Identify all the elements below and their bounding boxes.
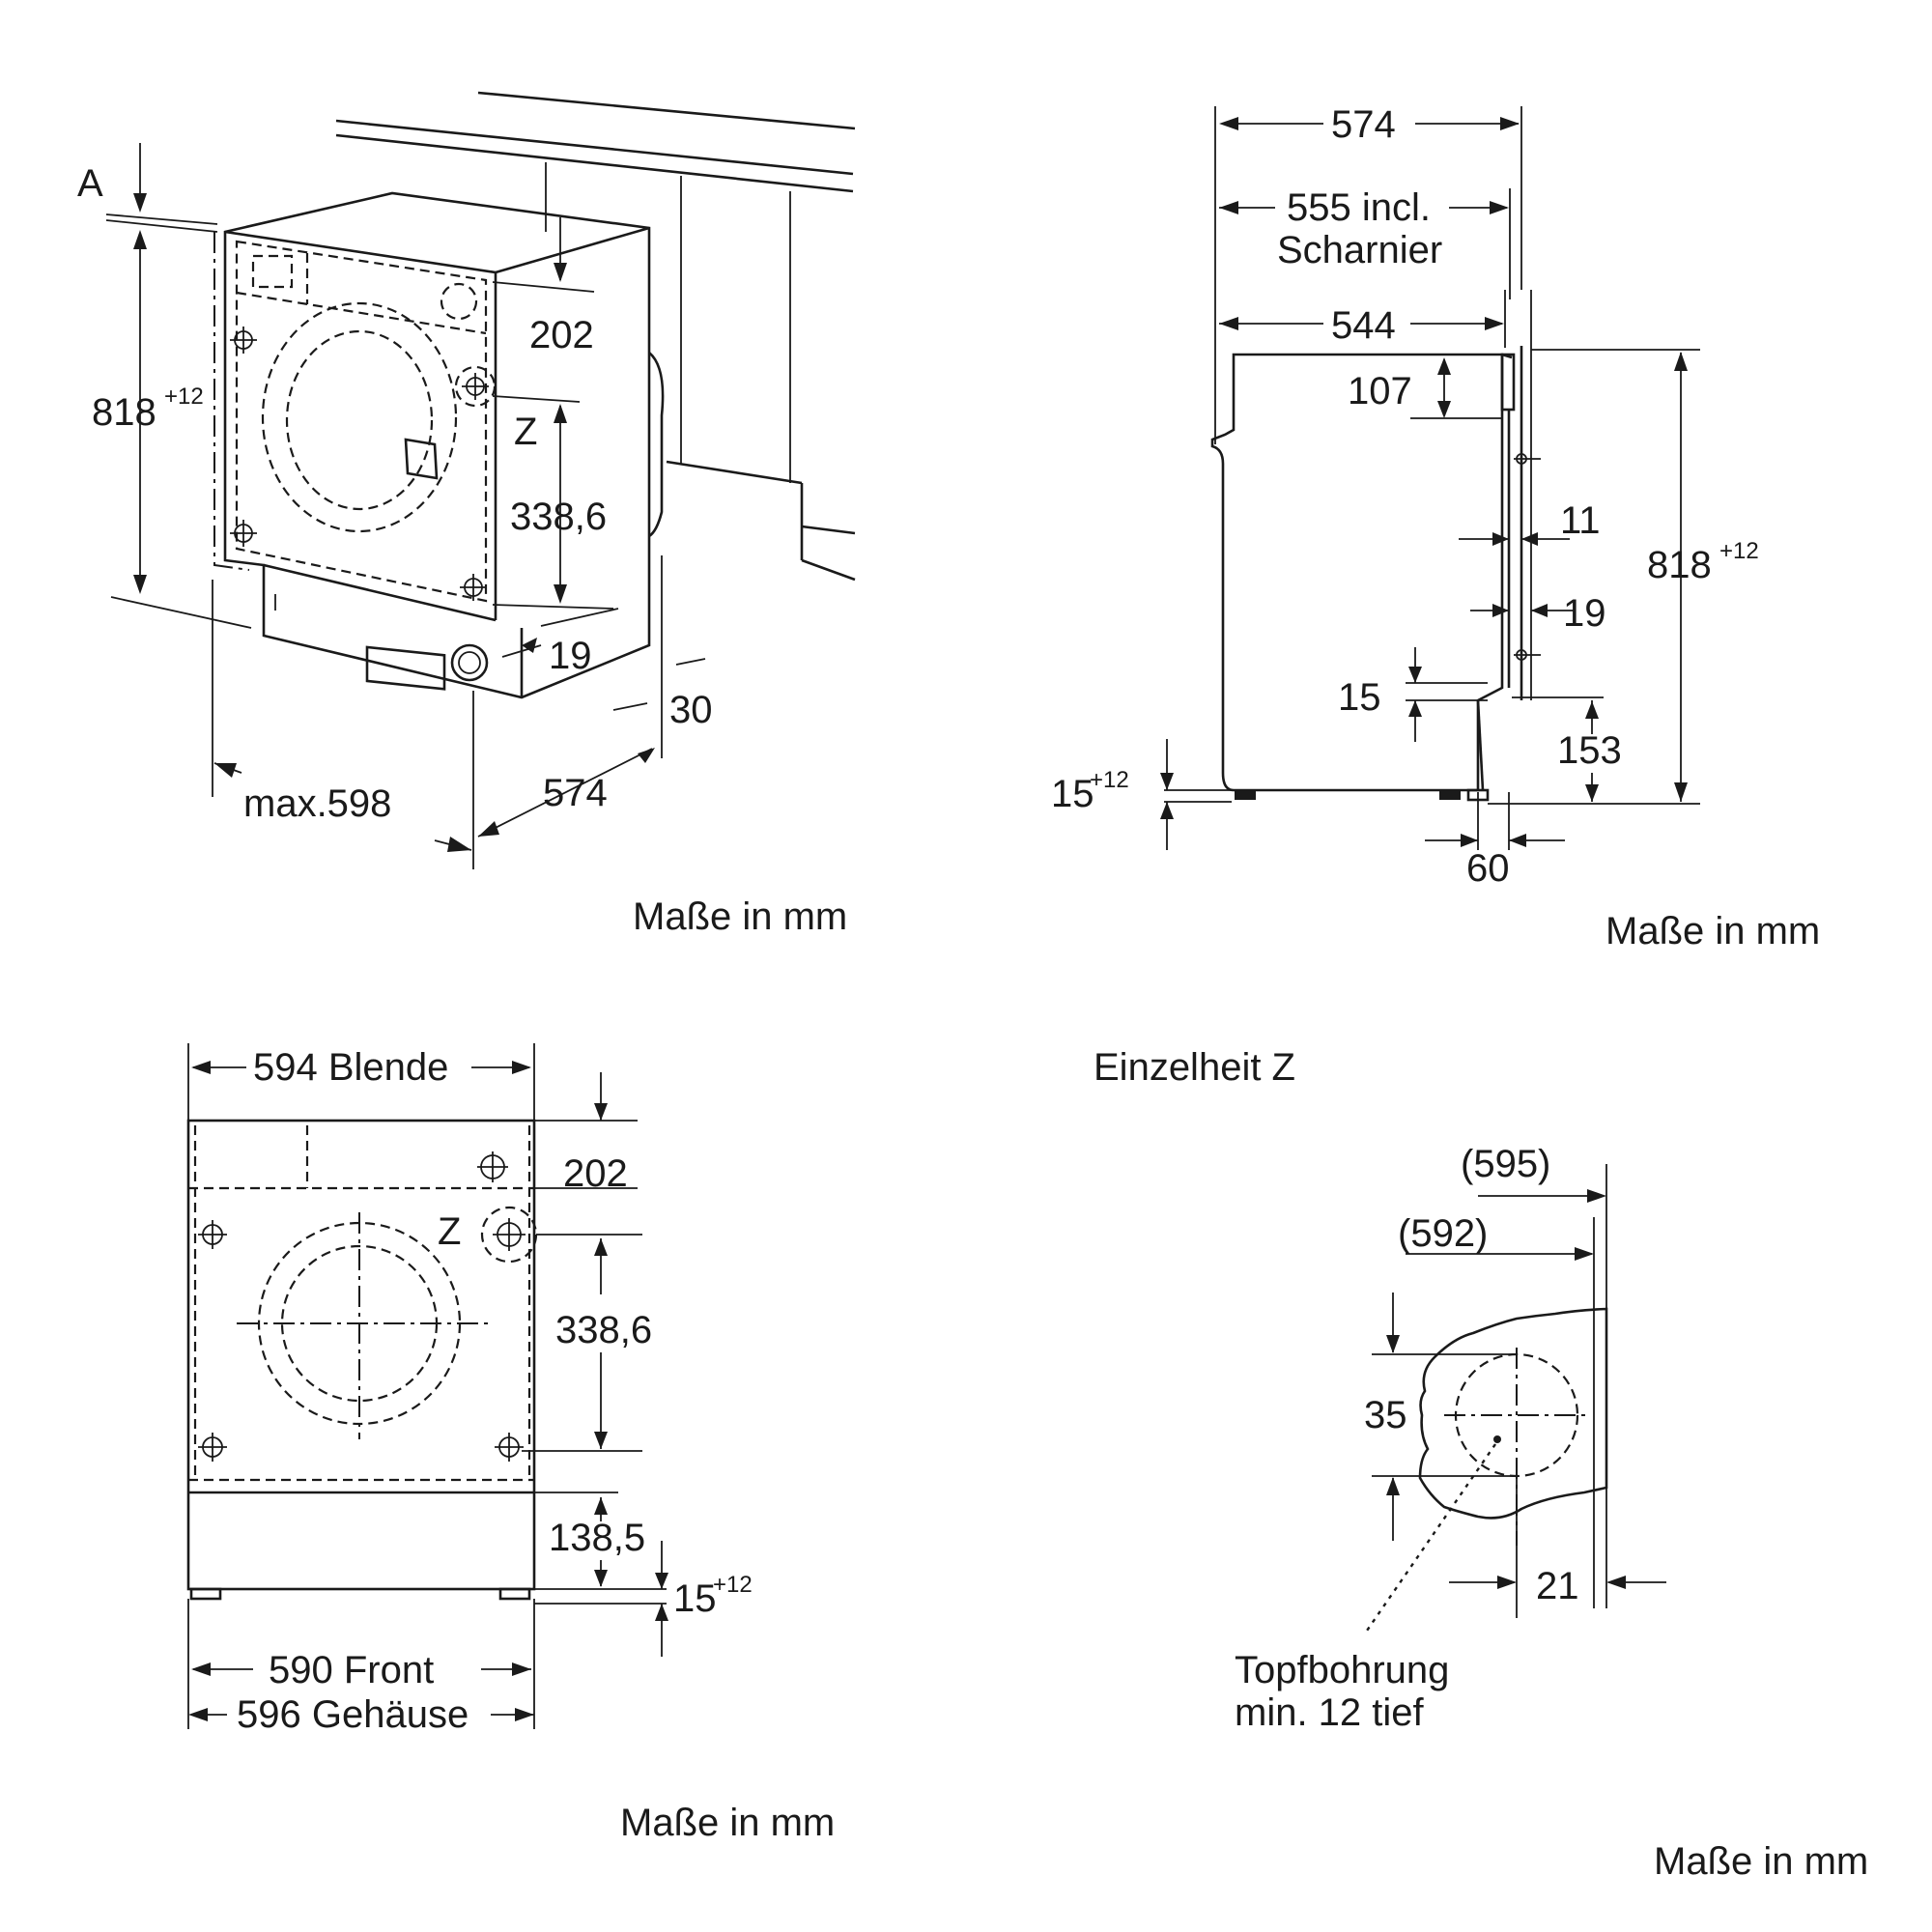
dimension-595: (595) (1461, 1143, 1550, 1185)
units-note: Maße in mm (1654, 1840, 1868, 1883)
side-view: 574 555 incl. Scharnier 544 107 11 818 +… (1051, 103, 1820, 952)
depth-total: 574 (1331, 103, 1396, 146)
depth-with-hinge-line2: Scharnier (1277, 229, 1442, 271)
side-height-dimension: 818 (1647, 544, 1712, 586)
dimension-19: 19 (549, 635, 592, 677)
top-panel-dimension: 202 (529, 314, 594, 356)
hinge-distance: 338,6 (555, 1309, 652, 1351)
dimension-15: 15 (1338, 676, 1381, 719)
front-view: 594 Blende 202 Z 338,6 138,5 15 +12 590 … (186, 1043, 835, 1844)
dimension-592: (592) (1398, 1212, 1488, 1255)
units-note: Maße in mm (620, 1802, 835, 1844)
dimension-21: 21 (1536, 1565, 1579, 1607)
units-note: Maße in mm (633, 895, 847, 938)
depth-body: 544 (1331, 304, 1396, 347)
front-width: 590 Front (269, 1649, 434, 1691)
dimension-107: 107 (1348, 370, 1412, 412)
foot-dimension: 15 (673, 1577, 717, 1620)
depth-dimension: 574 (543, 772, 608, 814)
dimension-19: 19 (1563, 592, 1606, 635)
height-dimension: 818 (92, 391, 156, 434)
foot-tolerance: +12 (713, 1572, 753, 1598)
side-height-tolerance: +12 (1719, 538, 1759, 564)
cup-hole-note-line2: min. 12 tief (1235, 1691, 1425, 1734)
cup-hole-note-line1: Topfbohrung (1235, 1649, 1449, 1691)
panel-width: 594 Blende (253, 1046, 448, 1089)
units-note: Maße in mm (1605, 910, 1820, 952)
perspective-view: A 818 +12 202 Z 338,6 19 30 max.598 574 … (77, 91, 856, 938)
detail-title: Einzelheit Z (1094, 1046, 1295, 1089)
dimension-30: 30 (669, 689, 713, 731)
height-tolerance: +12 (164, 384, 204, 410)
top-panel-dimension: 202 (563, 1152, 628, 1195)
label-a: A (77, 162, 103, 205)
body-width: 596 Gehäuse (237, 1693, 469, 1736)
foot-tolerance: +12 (1090, 767, 1129, 793)
foot-dimension: 15 (1051, 773, 1094, 815)
detail-z-marker: Z (514, 411, 537, 453)
dimension-35: 35 (1364, 1394, 1407, 1436)
depth-with-hinge-line1: 555 incl. (1287, 186, 1431, 229)
detail-z-marker: Z (438, 1210, 461, 1253)
max-width-dimension: max.598 (243, 782, 391, 825)
dimension-11: 11 (1560, 499, 1601, 542)
detail-z-view: Einzelheit Z (595) (592) 35 21 Topfbohru… (1094, 1046, 1868, 1883)
dimension-60: 60 (1466, 847, 1510, 890)
hinge-distance: 338,6 (510, 496, 607, 538)
plinth-height: 138,5 (549, 1517, 645, 1559)
dimension-153: 153 (1557, 729, 1622, 772)
